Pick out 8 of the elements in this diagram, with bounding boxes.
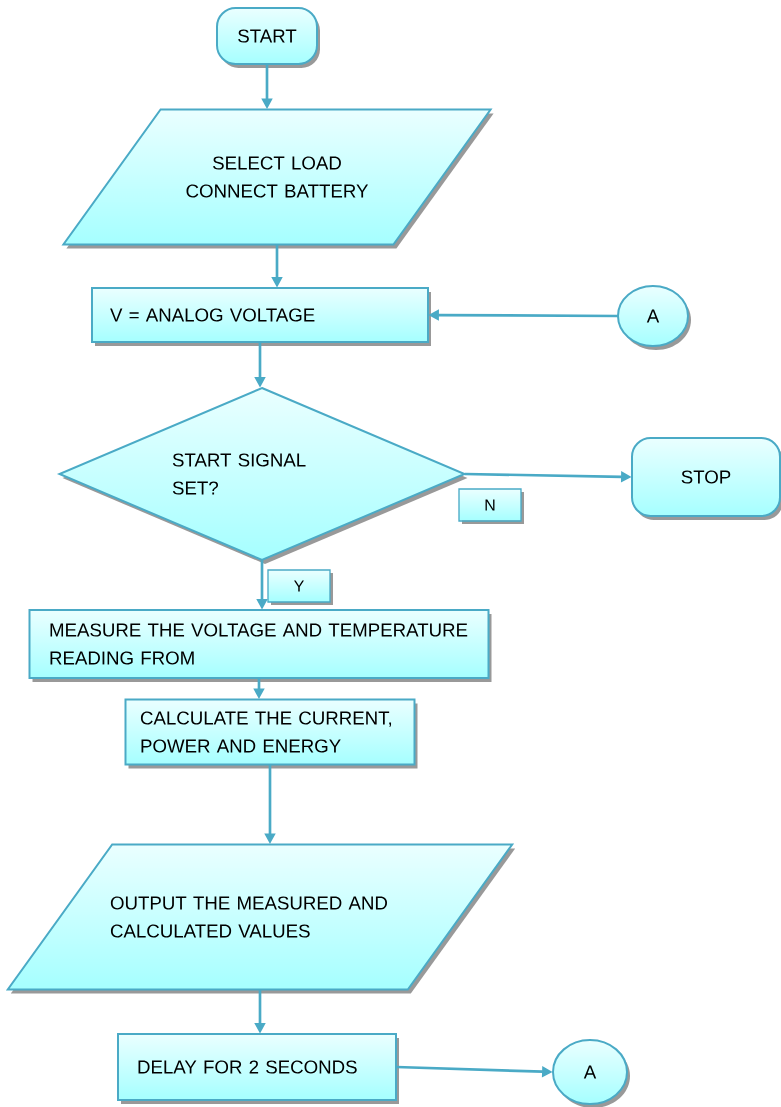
process-box: V = ANALOG VOLTAGE — [91, 287, 431, 346]
process-box: CALCULATE THE CURRENT, POWER AND ENERGY — [124, 698, 418, 769]
process-box: DELAY FOR 2 SECONDS — [117, 1033, 399, 1104]
edge-label: N — [458, 488, 524, 524]
edge-label: Y — [267, 569, 333, 605]
terminal-box: START — [216, 7, 320, 68]
process-box: MEASURE THE VOLTAGE AND TEMPERATURE READING FROM — [28, 609, 492, 682]
terminal-box: STOP — [631, 437, 781, 520]
